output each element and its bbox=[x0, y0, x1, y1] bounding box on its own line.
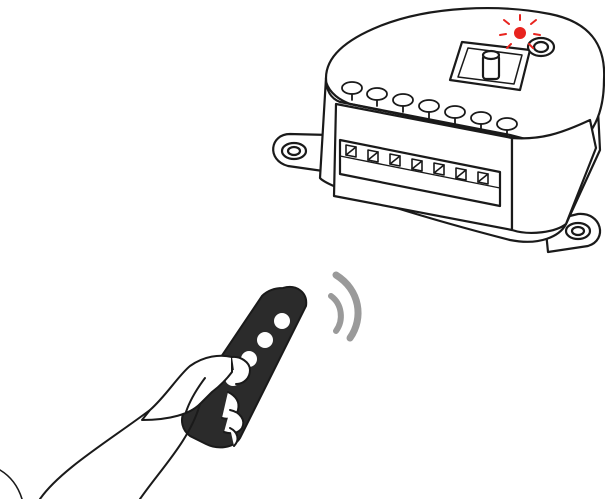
remote-button-2 bbox=[257, 332, 273, 348]
hand-holding-remote bbox=[0, 286, 308, 499]
remote-button-1 bbox=[274, 313, 290, 329]
receiver-module bbox=[272, 7, 605, 254]
status-led-blinking-icon bbox=[499, 14, 541, 49]
left-mounting-ear bbox=[272, 132, 332, 174]
program-button-recess bbox=[448, 40, 532, 92]
terminal-squares bbox=[345, 144, 489, 185]
hand bbox=[0, 354, 251, 499]
terminal-block bbox=[338, 138, 502, 208]
terminal-screws bbox=[341, 81, 518, 137]
wireless-signal-icon bbox=[328, 271, 362, 342]
